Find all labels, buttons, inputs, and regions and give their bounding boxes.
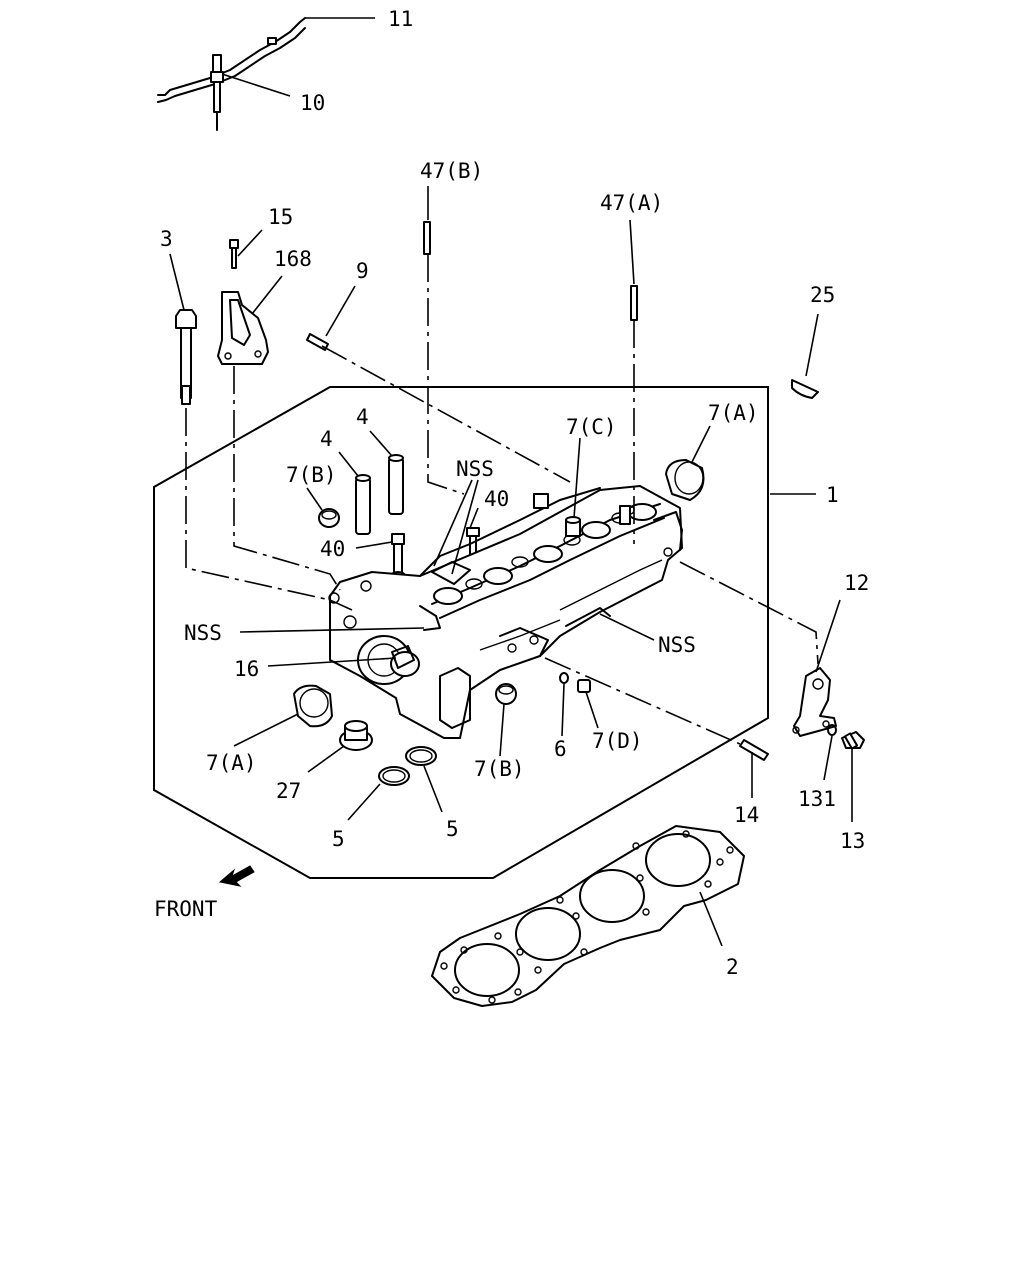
- front-label: FRONT: [154, 897, 218, 921]
- part-47b-stud: [423, 221, 431, 255]
- part-131-washer: [827, 724, 837, 736]
- part-5-o-ring-a: [378, 766, 410, 786]
- label-25: 25: [810, 283, 835, 307]
- label-3: 3: [160, 227, 173, 251]
- part-10-glow-plug: [210, 54, 224, 131]
- part-7a-cap-bottom: [293, 684, 333, 728]
- part-7a-cap-top: [665, 459, 705, 501]
- leader-lines: [169, 17, 853, 947]
- label-1: 1: [826, 483, 839, 507]
- part-3-head-bolt: [175, 309, 197, 405]
- label-16: 16: [234, 657, 259, 681]
- label-12: 12: [844, 571, 869, 595]
- label-131: 131: [798, 787, 836, 811]
- label-7a-bottom: 7(A): [206, 751, 257, 775]
- label-nss-left: NSS: [184, 621, 222, 645]
- label-nss-top: NSS: [456, 457, 494, 481]
- part-13-bolt: [841, 731, 865, 750]
- part-27-plug: [339, 720, 373, 751]
- label-47b: 47(B): [420, 159, 483, 183]
- part-4-valve-guide-b: [388, 454, 404, 515]
- label-40-lower: 40: [320, 537, 345, 561]
- part-5-o-ring-b: [405, 746, 437, 766]
- label-4-left: 4: [320, 427, 333, 451]
- part-47a-stud: [630, 285, 638, 321]
- label-47a: 47(A): [600, 191, 663, 215]
- label-7a-top: 7(A): [708, 401, 759, 425]
- label-15: 15: [268, 205, 293, 229]
- front-arrow-icon: [218, 865, 255, 887]
- label-7b-bottom: 7(B): [474, 757, 525, 781]
- part-7b-plug-top: [318, 508, 340, 528]
- label-nss-right: NSS: [658, 633, 696, 657]
- label-7c: 7(C): [566, 415, 617, 439]
- label-5-left: 5: [332, 827, 345, 851]
- part-7d-plug: [577, 679, 591, 693]
- label-7d: 7(D): [592, 729, 643, 753]
- part-25-key: [791, 379, 819, 399]
- label-13: 13: [840, 829, 865, 853]
- part-11-bracket: [157, 17, 306, 103]
- part-7b-plug-bottom: [495, 683, 517, 705]
- part-12-bracket: [792, 667, 837, 737]
- label-2: 2: [726, 955, 739, 979]
- label-168: 168: [274, 247, 312, 271]
- label-9: 9: [356, 259, 369, 283]
- assembly-frame: [153, 386, 769, 879]
- label-14: 14: [734, 803, 759, 827]
- part-4-valve-guide-a: [355, 474, 371, 535]
- part-14-stud: [739, 739, 769, 761]
- label-27: 27: [276, 779, 301, 803]
- callout-labels: 11 10 47(B) 47(A) 15 168 3 9 25 4 4 7(B)…: [160, 7, 869, 979]
- part-6-ring: [559, 672, 569, 684]
- label-6: 6: [554, 737, 567, 761]
- assembly-center-lines: [185, 254, 819, 745]
- label-11: 11: [388, 7, 413, 31]
- part-2-head-gasket: [431, 825, 745, 1007]
- label-4-right: 4: [356, 405, 369, 429]
- label-7b-top: 7(B): [286, 463, 337, 487]
- part-168-hanger: [217, 291, 269, 365]
- label-40-upper: 40: [484, 487, 509, 511]
- part-15-bolt: [229, 239, 239, 269]
- label-5-right: 5: [446, 817, 459, 841]
- label-10: 10: [300, 91, 325, 115]
